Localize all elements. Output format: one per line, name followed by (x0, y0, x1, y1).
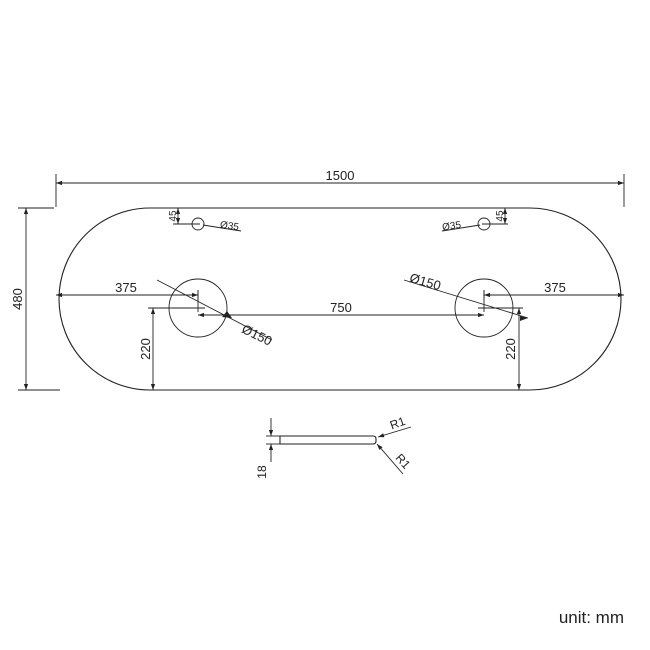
hole-offset-right-label: 375 (544, 280, 566, 295)
dimension-hole-spacing: 750 (198, 300, 484, 318)
large-hole-left-label: Ø150 (239, 321, 274, 348)
hole-depth-left-label: 220 (138, 338, 153, 360)
dimension-hole-offset-right: 375 (483, 280, 624, 312)
dimension-small-hole-left: 45 Ø35 (168, 208, 242, 234)
dimension-hole-offset-left: 375 (56, 280, 199, 312)
small-hole-right-label: Ø35 (442, 220, 463, 234)
hole-depth-right-label: 220 (503, 338, 518, 360)
dimension-overall-width: 480 (10, 207, 60, 391)
edge-radius-bottom-label: R1 (393, 451, 414, 472)
overall-width-label: 480 (10, 288, 25, 310)
side-profile-outline (279, 435, 377, 445)
hole-spacing-label: 750 (330, 300, 352, 315)
small-hole-offset-right-label: 45 (495, 210, 506, 222)
large-hole-right-label: Ø150 (408, 270, 443, 293)
hole-offset-left-label: 375 (115, 280, 137, 295)
thickness-label: 18 (255, 465, 269, 479)
leader-large-hole-right: Ø150 (403, 270, 529, 321)
dimension-overall-length: 1500 (55, 168, 625, 207)
overall-length-label: 1500 (326, 168, 355, 183)
dimension-hole-depth-right: 220 (478, 307, 523, 390)
countertop-outline (58, 207, 622, 391)
dimension-hole-depth-left: 220 (138, 307, 205, 390)
small-hole-offset-left-label: 45 (168, 210, 179, 222)
side-profile: 18 R1 R1 (255, 414, 414, 479)
dimension-small-hole-right: 45 Ø35 (442, 208, 508, 233)
edge-radius-top-label: R1 (388, 414, 408, 433)
small-hole-left-label: Ø35 (219, 220, 240, 234)
unit-label: unit: mm (558, 608, 624, 627)
